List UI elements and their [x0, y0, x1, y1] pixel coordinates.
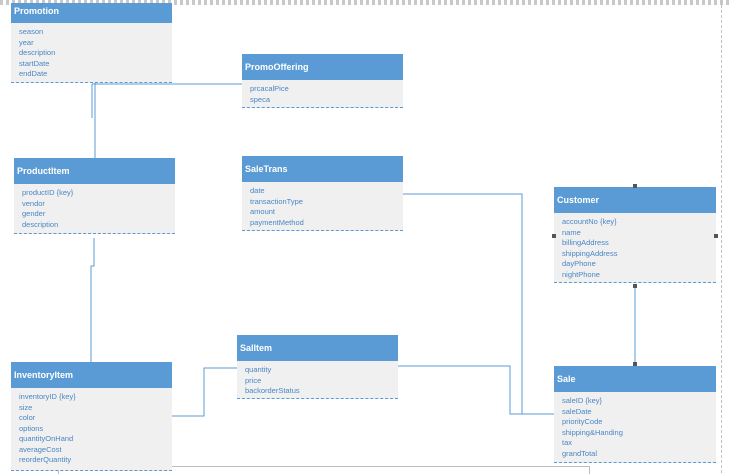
connector-inventoryitem-salitem [172, 367, 238, 417]
entity-sale-trans[interactable]: SaleTrans date transactionType amount pa… [242, 156, 403, 231]
entity-sale-trans-attributes: date transactionType amount paymentMetho… [242, 182, 403, 228]
attribute: productID {key} [22, 188, 74, 197]
attribute: saleDate [562, 406, 592, 416]
connector-endpoint-handle[interactable] [633, 284, 637, 288]
attribute: gender [22, 209, 46, 218]
attribute: amount [250, 207, 276, 216]
attribute: endDate [19, 69, 48, 78]
page-border-top [0, 0, 730, 5]
page-border-right [721, 0, 723, 473]
attribute: prcacalPice [250, 84, 289, 93]
entity-sale[interactable]: Sale saleID {key} saleDate priorityCode … [554, 366, 716, 463]
attribute: averageCost [19, 444, 62, 454]
entity-inventory-item-header: InventoryItem [11, 362, 172, 388]
entity-promo-offering-attributes: prcacalPice speca [242, 80, 403, 105]
entity-customer-header: Customer [554, 187, 716, 213]
entity-inventory-item-attributes: inventoryID {key} size color options qua… [11, 388, 172, 466]
entity-inventory-item[interactable]: InventoryItem inventoryID {key} size col… [11, 362, 172, 471]
attribute: speca [250, 94, 271, 104]
attribute: price [245, 375, 262, 385]
connector-promotion-promooffering [91, 83, 242, 118]
entity-product-item[interactable]: ProductItem productID {key} vendor gende… [14, 158, 175, 234]
attribute: vendor [22, 198, 45, 208]
entity-promo-offering[interactable]: PromoOffering prcacalPice speca [242, 54, 403, 108]
entity-sal-item[interactable]: SalItem quantity price backorderStatus [237, 335, 398, 399]
attribute: priorityCode [562, 417, 603, 426]
attribute: season [19, 27, 44, 36]
entity-sal-item-attributes: quantity price backorderStatus [237, 361, 398, 397]
attribute: tax [562, 438, 573, 447]
entity-sale-attributes: saleID {key} saleDate priorityCode shipp… [554, 392, 716, 459]
entity-product-item-attributes: productID {key} vendor gender descriptio… [14, 184, 175, 230]
connector-productitem-inventoryitem [90, 238, 95, 362]
attribute: reorderQuantity [19, 455, 72, 464]
attribute: backorderStatus [245, 386, 300, 395]
connector-saletrans-sale [403, 193, 523, 414]
entity-customer[interactable]: Customer accountNo {key} name billingAdd… [554, 187, 716, 283]
selection-handle[interactable] [714, 234, 718, 238]
entity-promotion-header: Promotion [11, 3, 172, 23]
attribute: size [19, 402, 33, 412]
attribute: quantity [245, 365, 272, 374]
entity-sale-header: Sale [554, 366, 716, 392]
attribute: description [19, 48, 56, 57]
attribute: inventoryID {key} [19, 392, 76, 401]
attribute: date [250, 186, 265, 195]
attribute: quantityOnHand [19, 434, 74, 443]
attribute: shippingAddress [562, 248, 618, 258]
attribute: grandTotal [562, 448, 598, 458]
connector-salitem-sale [397, 365, 554, 415]
entity-promotion[interactable]: Promotion season year description startD… [11, 3, 172, 83]
connector-endpoint-handle[interactable] [633, 362, 637, 366]
entity-product-item-header: ProductItem [14, 158, 175, 184]
entity-promotion-attributes: season year description startDate endDat… [11, 23, 172, 80]
attribute: startDate [19, 58, 50, 68]
attribute: saleID {key} [562, 396, 603, 405]
attribute: year [19, 37, 34, 47]
attribute: shipping&Handing [562, 427, 623, 437]
attribute: paymentMethod [250, 217, 304, 227]
attribute: dayPhone [562, 259, 596, 268]
attribute: options [19, 423, 44, 433]
attribute: description [22, 219, 59, 229]
entity-promo-offering-header: PromoOffering [242, 54, 403, 80]
attribute: accountNo {key} [562, 217, 617, 226]
entity-sal-item-header: SalItem [237, 335, 398, 361]
attribute: transactionType [250, 196, 303, 206]
attribute: name [562, 227, 581, 237]
entity-customer-attributes: accountNo {key} name billingAddress ship… [554, 213, 716, 280]
entity-sale-trans-header: SaleTrans [242, 156, 403, 182]
attribute: billingAddress [562, 238, 609, 247]
selection-handle[interactable] [633, 184, 637, 188]
attribute: color [19, 413, 36, 422]
selection-handle[interactable] [552, 234, 556, 238]
attribute: nightPhone [562, 269, 600, 279]
